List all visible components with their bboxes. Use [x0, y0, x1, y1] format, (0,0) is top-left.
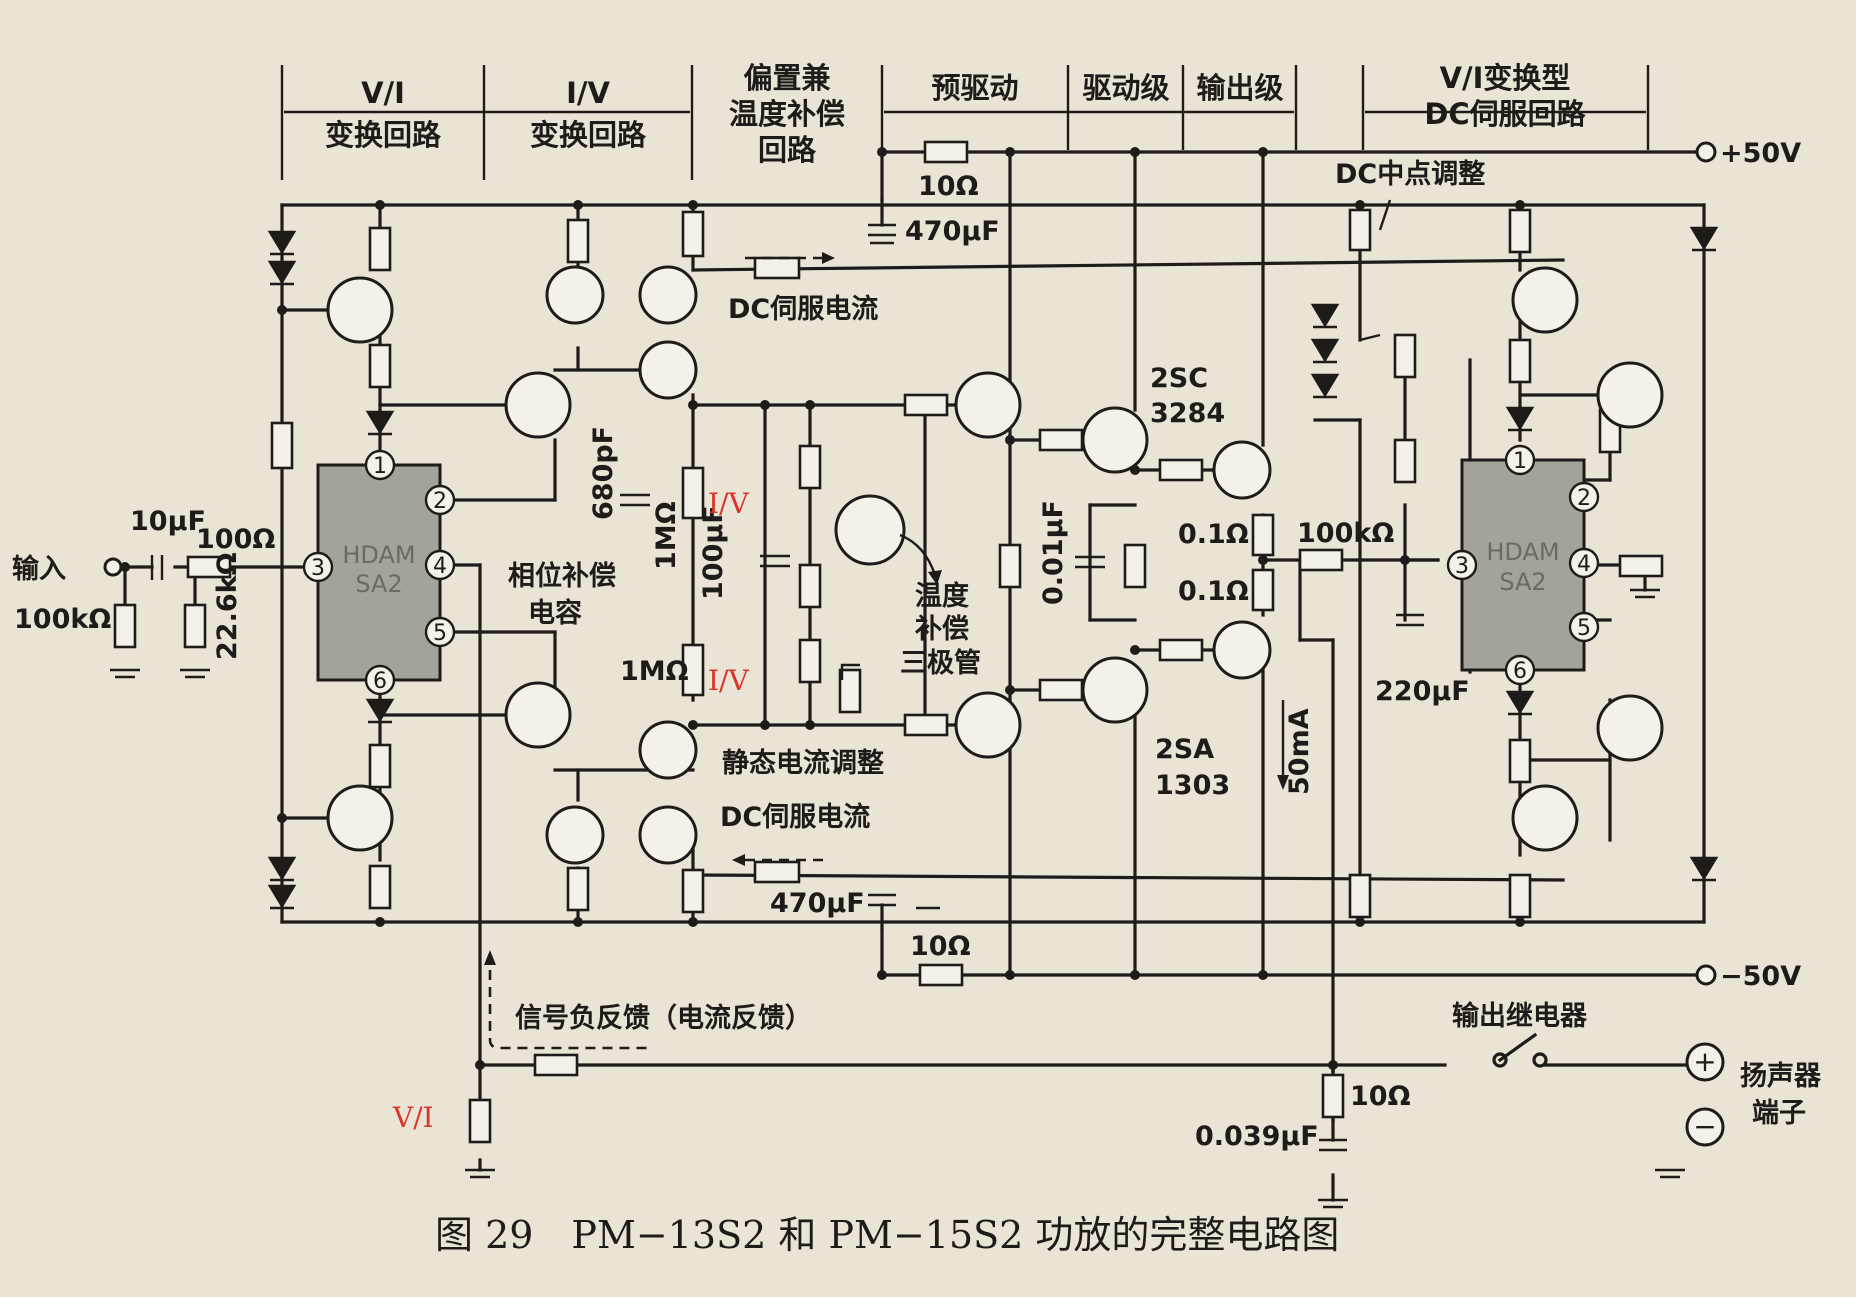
speaker-terminal-minus[interactable] [1685, 1107, 1725, 1147]
ic-left-name-line2: SA2 [355, 570, 402, 598]
terminal-neg50 [1695, 964, 1717, 986]
label-c10u: 10μF [130, 506, 206, 537]
ic-right-name-line2: SA2 [1499, 568, 1546, 596]
ic-right-name-line1: HDAM [1486, 538, 1559, 566]
ic-left: HDAM SA2 1 2 3 4 5 6 [302, 449, 456, 696]
label-quiescent: 静态电流调整 [722, 748, 884, 779]
label-c470-bot: 470μF [770, 888, 865, 919]
ic-right-pin4: 4 [1577, 552, 1591, 577]
label-r10-out: 10Ω [1350, 1081, 1411, 1112]
section-drive: 驱动级 [1082, 71, 1169, 105]
label-r100k-in: 100kΩ [14, 604, 111, 635]
transistors [326, 265, 1664, 865]
label-temp-line1: 温度 [915, 580, 969, 612]
label-c470-top: 470μF [905, 216, 1000, 247]
label-input: 输入 [12, 553, 66, 585]
section-servo-line2: DC伺服回路 [1424, 97, 1586, 131]
ic-left-pin3: 3 [311, 556, 325, 581]
ic-right-pin6: 6 [1513, 659, 1527, 684]
label-c680p: 680pF [588, 426, 619, 520]
label-r10-top: 10Ω [918, 171, 979, 202]
label-c039: 0.039μF [1195, 1121, 1319, 1152]
section-vi-line1: V/I [361, 76, 405, 110]
section-vi-line2: 变换回路 [325, 118, 442, 152]
section-output: 输出级 [1196, 71, 1283, 105]
annotation-iv-a: I/V [708, 487, 749, 520]
label-dc-midpoint: DC中点调整 [1335, 159, 1485, 190]
ic-right-pin5: 5 [1577, 616, 1591, 641]
speaker-plus-sign: + [1693, 1045, 1716, 1078]
diodes [267, 226, 1719, 910]
label-speaker-line2: 端子 [1752, 1098, 1806, 1129]
label-speaker-line1: 扬声器 [1740, 1061, 1822, 1092]
label-c001: 0.01μF [1038, 500, 1069, 605]
speaker-terminal-plus[interactable] [1685, 1042, 1725, 1082]
label-r01-a: 0.1Ω [1178, 519, 1249, 550]
label-q2sc-line2: 3284 [1150, 398, 1225, 429]
label-temp-line3: 三极管 [900, 648, 981, 679]
label-temp-line2: 补偿 [915, 614, 969, 645]
ic-right-pin2: 2 [1577, 486, 1591, 511]
section-bias-line2: 温度补偿 [729, 97, 845, 131]
relay-switch [1492, 1032, 1548, 1068]
label-r100: 100Ω [196, 524, 275, 555]
label-relay: 输出继电器 [1452, 1000, 1588, 1032]
section-bias-line3: 回路 [758, 133, 817, 167]
terminal-input [103, 557, 123, 577]
label-r01-b: 0.1Ω [1178, 576, 1249, 607]
ground-symbols [110, 241, 1685, 1209]
ic-left-name-line1: HDAM [342, 541, 415, 569]
section-predrive: 预驱动 [931, 71, 1018, 105]
section-iv-line1: I/V [566, 76, 610, 110]
dc-servo-arrows [484, 199, 1392, 1050]
annotation-iv-b: I/V [708, 664, 749, 697]
ic-left-pin1: 1 [373, 454, 387, 479]
label-dc-servo-bot: DC伺服电流 [720, 802, 870, 833]
terminal-pos50 [1695, 141, 1717, 163]
ic-left-pin5: 5 [433, 621, 447, 646]
label-i50ma: 50mA [1284, 708, 1315, 795]
label-q2sa-line2: 1303 [1155, 770, 1230, 801]
speaker-minus-sign: − [1693, 1110, 1716, 1143]
label-r1m-bot: 1MΩ [620, 656, 689, 687]
ic-right-pin1: 1 [1513, 449, 1527, 474]
label-q2sa-line1: 2SA [1155, 734, 1214, 765]
annotation-vi: V/I [392, 1101, 434, 1134]
junction-dots [120, 147, 1525, 1070]
ic-right-pin3: 3 [1455, 554, 1469, 579]
label-c100u: 100μF [698, 505, 729, 600]
label-c220u: 220μF [1375, 676, 1470, 707]
section-iv-line2: 变换回路 [530, 118, 647, 152]
label-r1m-top: 1MΩ [651, 501, 682, 570]
section-servo-line1: V/I变换型 [1440, 61, 1571, 95]
capacitors [150, 223, 1424, 1152]
label-phase-line2: 电容 [528, 597, 582, 629]
ic-left-pin2: 2 [433, 489, 447, 514]
resistors [113, 140, 1664, 1144]
label-r10-bot: 10Ω [910, 931, 971, 962]
label-feedback: 信号负反馈（电流反馈） [515, 1003, 812, 1034]
section-header-dividers [280, 65, 1650, 180]
figure-caption: 图 29 PM−13S2 和 PM−15S2 功放的完整电路图 [435, 1213, 1339, 1257]
label-r100k-fb: 100kΩ [1297, 518, 1394, 549]
potentiometers [840, 333, 1381, 680]
ic-left-pin4: 4 [433, 554, 447, 579]
label-dc-servo-top: DC伺服电流 [728, 294, 878, 325]
label-pos50: +50V [1720, 138, 1801, 169]
ic-right: HDAM SA2 1 2 3 4 5 6 [1446, 444, 1600, 686]
label-q2sc-line1: 2SC [1150, 363, 1208, 394]
label-neg50: −50V [1720, 961, 1801, 992]
ic-left-pin6: 6 [373, 669, 387, 694]
label-phase-line1: 相位补偿 [508, 560, 616, 592]
section-bias-line1: 偏置兼 [743, 61, 830, 95]
label-r22-6k: 22.6kΩ [212, 552, 243, 660]
